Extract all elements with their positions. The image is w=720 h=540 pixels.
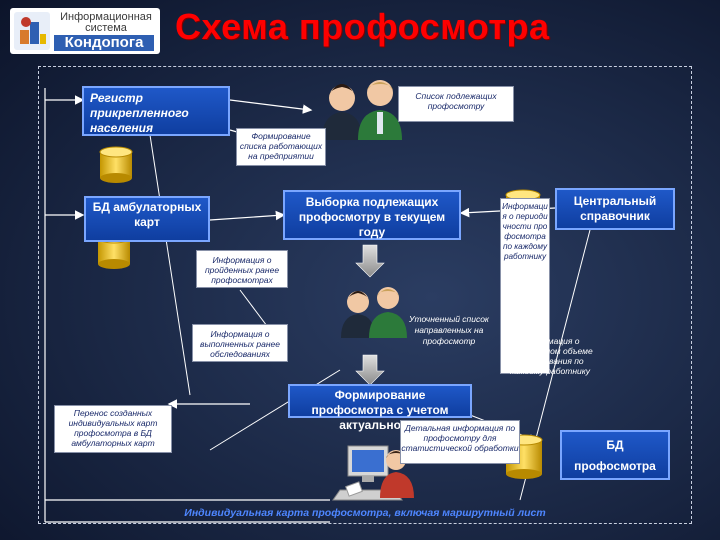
arrow-icon bbox=[355, 354, 385, 386]
database-icon bbox=[99, 146, 133, 183]
person-woman-icon bbox=[341, 291, 375, 338]
page-title: Схема профосмотра bbox=[175, 6, 550, 47]
prof-db-label-2: профосмотра bbox=[574, 459, 656, 473]
person-woman-icon bbox=[322, 84, 362, 140]
text-refined-list: Уточненный список направленных на профос… bbox=[409, 314, 489, 346]
ambulatory-db-box: БД амбулаторных карт bbox=[84, 196, 210, 242]
note-list-to-exam: Список подлежащих профосмотру bbox=[398, 86, 514, 122]
person-man-icon bbox=[358, 80, 402, 140]
diagram-frame bbox=[38, 66, 692, 524]
bottom-caption: Индивидуальная карта профосмотра, включа… bbox=[184, 507, 546, 519]
formation-box: Формирование профосмотра с учетом актуал… bbox=[288, 384, 472, 432]
logo: Информационная система Кондопога bbox=[10, 8, 160, 54]
logo-icon bbox=[14, 12, 50, 50]
person-man-icon bbox=[369, 287, 407, 338]
note-transfer-cards: Перенос созданных индивидуальных карт пр… bbox=[54, 405, 172, 453]
logo-text-2: система bbox=[85, 22, 127, 34]
note-periodicity: Информация о периодичности профосмотра п… bbox=[500, 198, 550, 374]
logo-text-3: Кондопога bbox=[54, 35, 154, 51]
note-form-worker-list: Формирование списка работающих на предпр… bbox=[236, 128, 326, 166]
logo-text-1: Информационная bbox=[60, 11, 152, 23]
prof-db-box: БД профосмотра bbox=[560, 430, 670, 480]
selection-box: Выборка подлежащих профосмотру в текущем… bbox=[283, 190, 461, 240]
note-required-volume: Информация о необходимом объеме обследов… bbox=[507, 336, 593, 376]
note-detailed-info: Детальная информация по профосмотру для … bbox=[400, 420, 520, 464]
note-done-surveys: Информация о выполненных ранее обследова… bbox=[192, 324, 288, 362]
central-reference-box: Центральный справочник bbox=[555, 188, 675, 230]
prof-db-label-1: БД bbox=[606, 438, 624, 452]
arrow-icon bbox=[355, 244, 385, 278]
registry-box: Регистр прикрепленного населения bbox=[82, 86, 230, 136]
note-passed-exams: Информация о пройденных ранее профосмотр… bbox=[196, 250, 288, 288]
